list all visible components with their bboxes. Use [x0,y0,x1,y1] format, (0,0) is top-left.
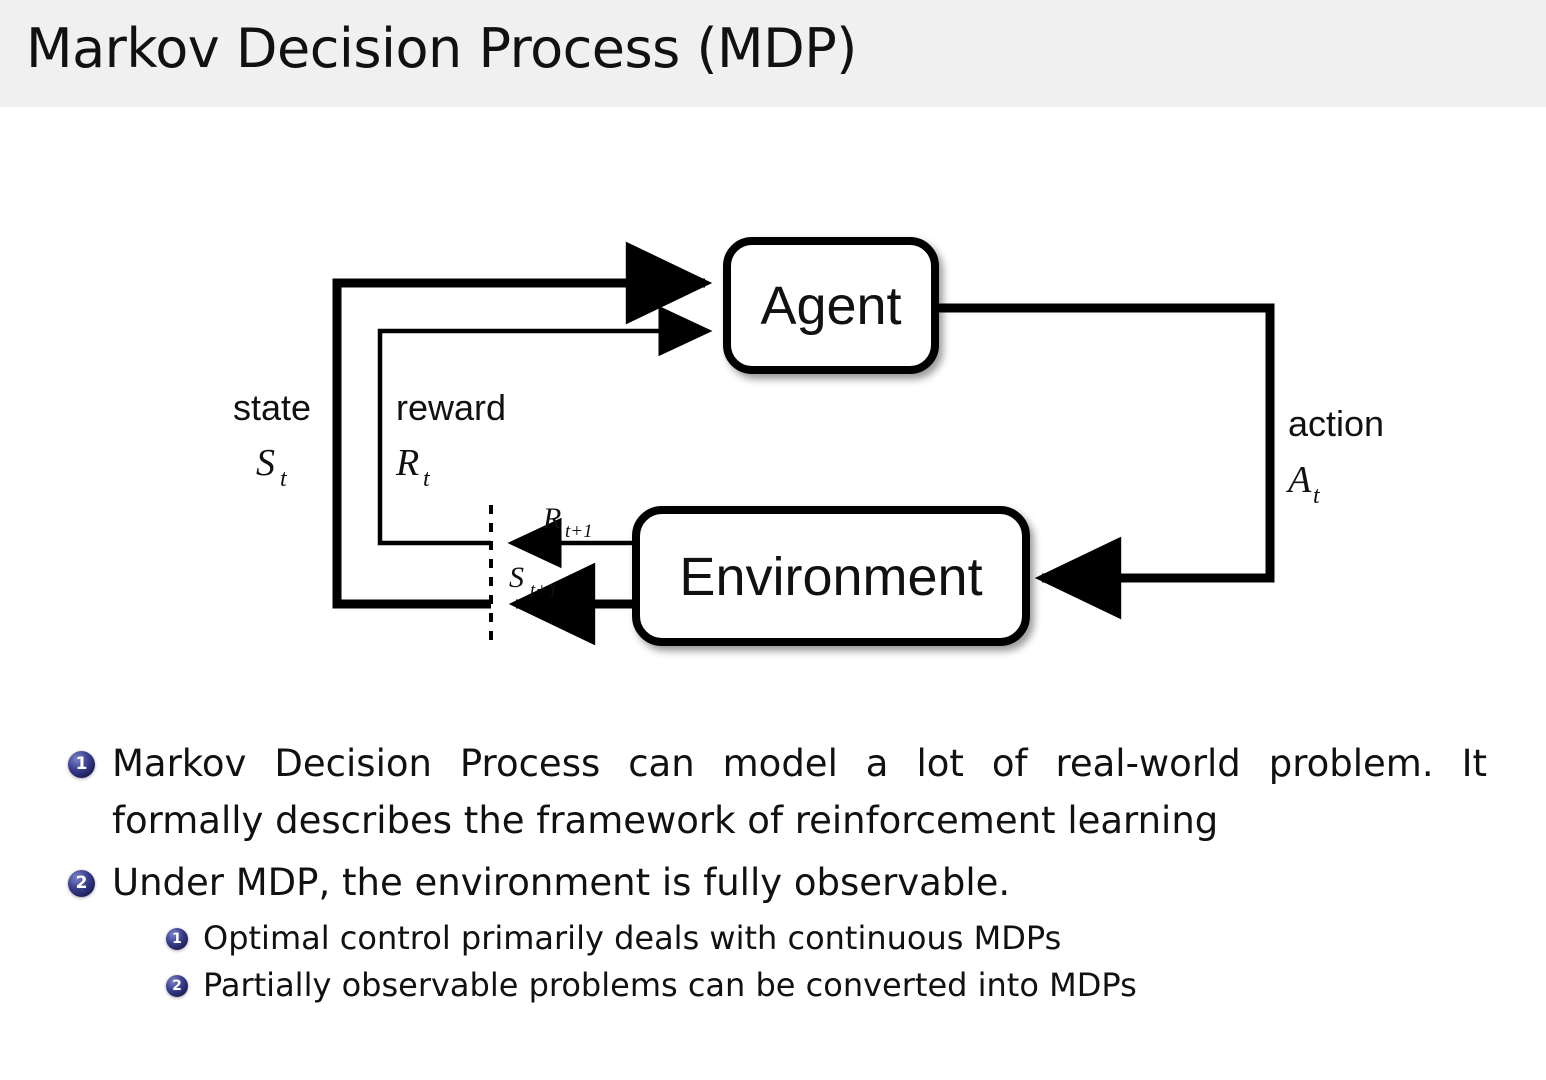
environment-box[interactable] [632,506,1030,646]
reward-subscript-label: t [423,466,431,492]
state-word-label: state [233,387,311,428]
list-item: 2 Partially observable problems can be c… [0,962,1546,1009]
state-subscript-label: t [280,466,288,492]
reward-symbol-label: R [395,442,419,484]
list-item: 1 Optimal control primarily deals with c… [0,915,1546,962]
node-agent[interactable]: Agent [723,237,939,374]
list-item-text: Under MDP, the environment is fully obse… [112,860,1011,904]
action-subscript-label: t [1313,483,1321,509]
bullet-badge-icon: 1 [68,751,95,778]
state-symbol-label: S [256,442,275,484]
environment-label: Environment [679,547,982,607]
list-item-text: Optimal control primarily deals with con… [203,919,1062,958]
edge-reward-to-agent [377,305,713,546]
next-state-subscript-label: t+1 [530,580,558,601]
mdp-diagram: Agent Environment state S t reward R t a… [0,110,1546,720]
slide-header: Markov Decision Process (MDP) [0,0,1546,107]
next-state-symbol-label: S [509,561,524,594]
bullet-list: 1 Markov Decision Process can model a lo… [0,735,1546,1010]
edge-action-to-environment [935,303,1275,620]
edge-state-to-agent [332,241,713,609]
reward-word-label: reward [396,387,506,428]
action-word-label: action [1288,403,1384,444]
list-item: 2 Under MDP, the environment is fully ob… [0,854,1546,911]
next-reward-symbol-label: R [542,502,561,535]
bullet-badge-icon: 2 [68,869,95,897]
agent-box[interactable] [723,237,939,374]
page-title: Markov Decision Process (MDP) [26,17,857,80]
bullet-badge-icon: 2 [166,975,188,998]
action-symbol-label: A [1285,459,1312,501]
list-item-text: Markov Decision Process can model a lot … [112,742,1487,843]
list-item: 1 Markov Decision Process can model a lo… [0,735,1546,850]
bullet-badge-icon: 1 [166,928,188,951]
agent-label: Agent [760,276,901,336]
node-environment[interactable]: Environment [632,506,1030,646]
list-item-text: Partially observable problems can be con… [203,966,1137,1005]
next-reward-subscript-label: t+1 [565,521,593,542]
